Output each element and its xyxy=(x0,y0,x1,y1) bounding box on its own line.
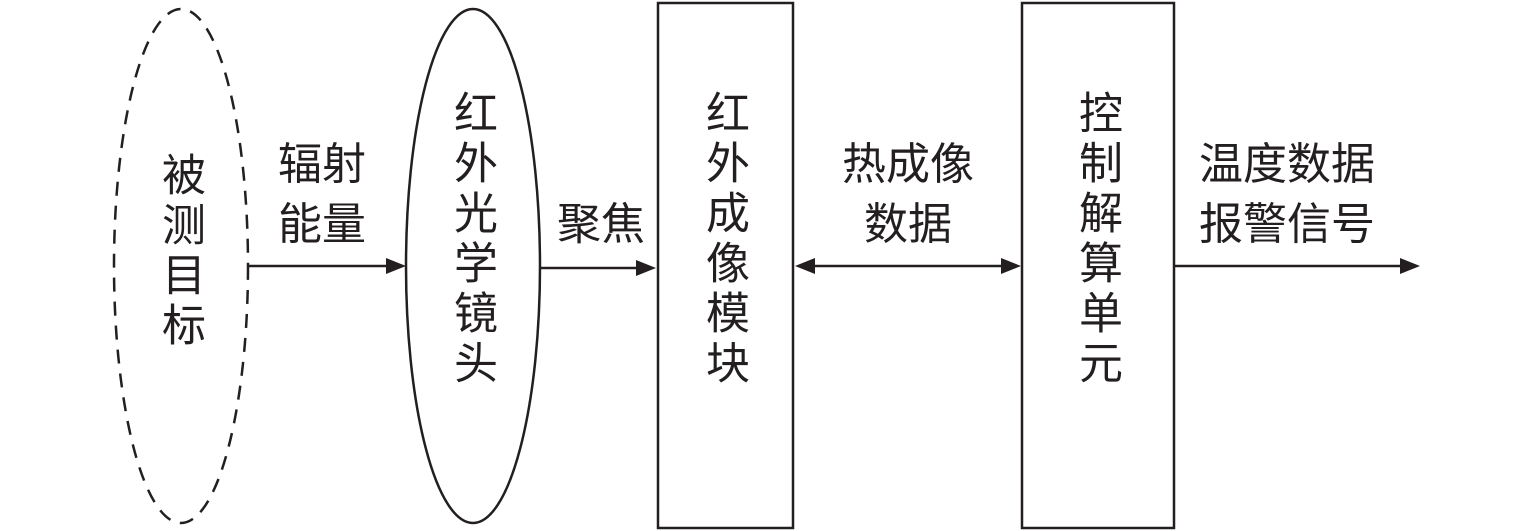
thermal-data-label-line2: 数据 xyxy=(864,199,952,250)
thermal-data-arrow-head-left xyxy=(795,258,815,274)
control-unit-node-label: 控制解算单元 xyxy=(1071,90,1122,390)
focus-arrow-head xyxy=(636,260,656,276)
output-label-line2: 报警信号 xyxy=(1199,199,1375,250)
target-node-label: 被测目标 xyxy=(154,152,205,352)
imaging-module-node-shape xyxy=(656,1,795,530)
output-label-line1: 温度数据 xyxy=(1199,139,1375,190)
radiation-label-line2: 能量 xyxy=(278,199,366,250)
lens-node-label: 红外光学镜头 xyxy=(446,90,497,390)
thermal-data-label-line1: 热成像 xyxy=(842,139,974,190)
thermal-data-arrow-head-right xyxy=(1001,258,1021,274)
output-arrow-head xyxy=(1400,258,1420,274)
focus-label: 聚焦 xyxy=(557,199,645,250)
radiation-arrow-head xyxy=(386,258,406,274)
imaging-module-node-label: 红外成像模块 xyxy=(698,90,749,390)
radiation-label-line1: 辐射 xyxy=(278,139,366,190)
